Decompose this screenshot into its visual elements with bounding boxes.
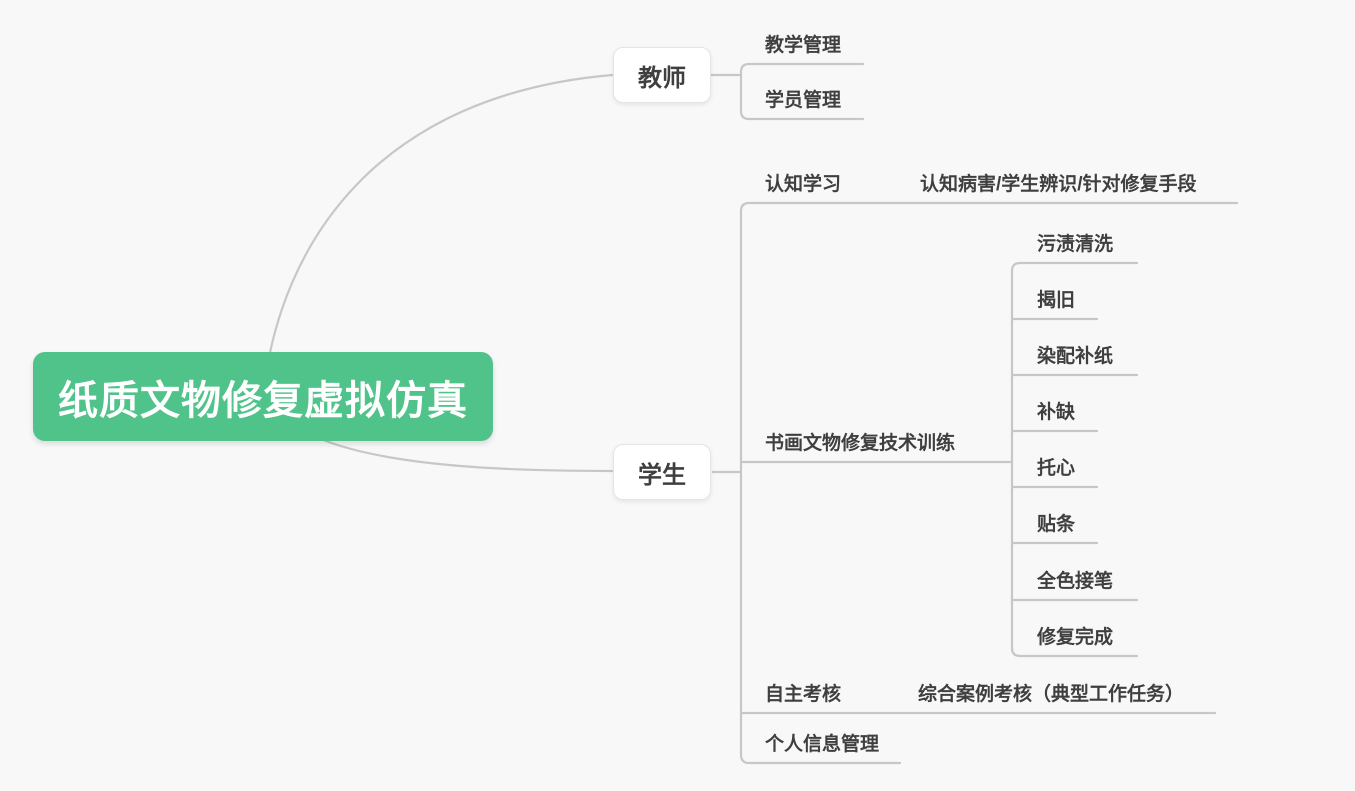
topic-teacher[interactable]: 教师 xyxy=(613,47,711,103)
topic-case-assessment[interactable]: 综合案例考核（典型工作任务） xyxy=(918,684,1185,705)
topic-strip-pasting[interactable]: 贴条 xyxy=(1037,514,1076,535)
topic-student[interactable]: 学生 xyxy=(613,444,711,500)
connector-technique-bracket xyxy=(1010,261,1139,658)
topic-cognition-detail[interactable]: 认知病害/学生辨识/针对修复手段 xyxy=(920,174,1197,195)
topic-restoration-complete[interactable]: 修复完成 xyxy=(1037,627,1114,648)
connector-teacher-bracket xyxy=(739,62,865,121)
topic-restoration-training[interactable]: 书画文物修复技术训练 xyxy=(765,433,956,454)
topic-peel-old-backing[interactable]: 揭旧 xyxy=(1037,290,1076,311)
topic-cognitive-learning[interactable]: 认知学习 xyxy=(765,174,842,195)
topic-toning-inpainting[interactable]: 全色接笔 xyxy=(1037,571,1114,592)
connector-student-bracket xyxy=(739,201,1239,765)
topic-student-management[interactable]: 学员管理 xyxy=(765,90,842,111)
connector-root-teacher xyxy=(261,73,614,398)
topic-stain-cleaning[interactable]: 污渍清洗 xyxy=(1037,234,1114,255)
topic-fill-missing[interactable]: 补缺 xyxy=(1037,402,1076,423)
topic-personal-info-management[interactable]: 个人信息管理 xyxy=(765,734,880,755)
topic-teaching-management[interactable]: 教学管理 xyxy=(765,35,842,56)
topic-dye-patch-paper[interactable]: 染配补纸 xyxy=(1037,346,1114,367)
root-topic[interactable]: 纸质文物修复虚拟仿真 xyxy=(33,352,493,441)
topic-lining-support[interactable]: 托心 xyxy=(1037,458,1076,479)
topic-self-assessment[interactable]: 自主考核 xyxy=(765,684,842,705)
